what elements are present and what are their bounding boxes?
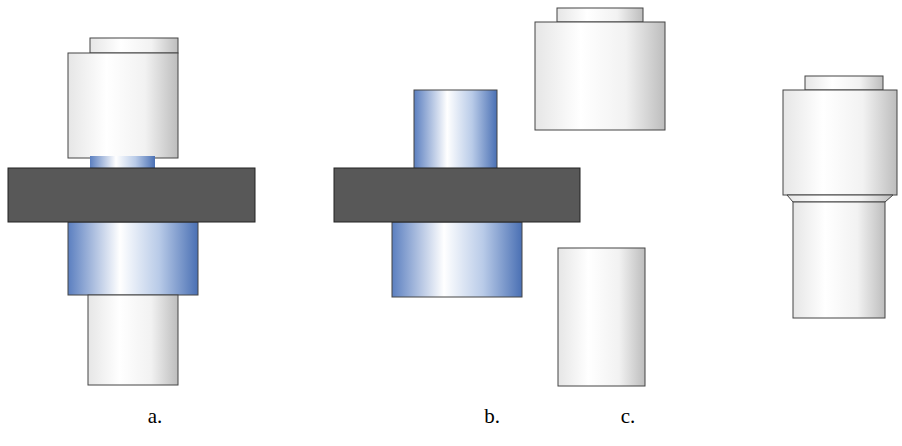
panel-label: b. — [484, 404, 500, 429]
pin-lower — [68, 222, 198, 295]
punch — [68, 53, 178, 158]
part-shank — [793, 202, 885, 318]
punch-cap — [557, 8, 643, 22]
pin-upper — [414, 90, 497, 169]
support-rod — [558, 248, 645, 386]
punch-cap — [90, 38, 178, 53]
part-cap — [805, 76, 883, 90]
pin-neck — [90, 156, 155, 169]
panel-label: a. — [148, 404, 163, 429]
support-rod — [88, 295, 178, 385]
plate — [8, 168, 255, 222]
plate — [334, 168, 580, 222]
part-head — [783, 90, 897, 195]
pin-lower — [392, 222, 522, 297]
panel-label: c. — [621, 404, 636, 429]
part-shoulder — [787, 195, 893, 202]
punch — [535, 22, 665, 130]
